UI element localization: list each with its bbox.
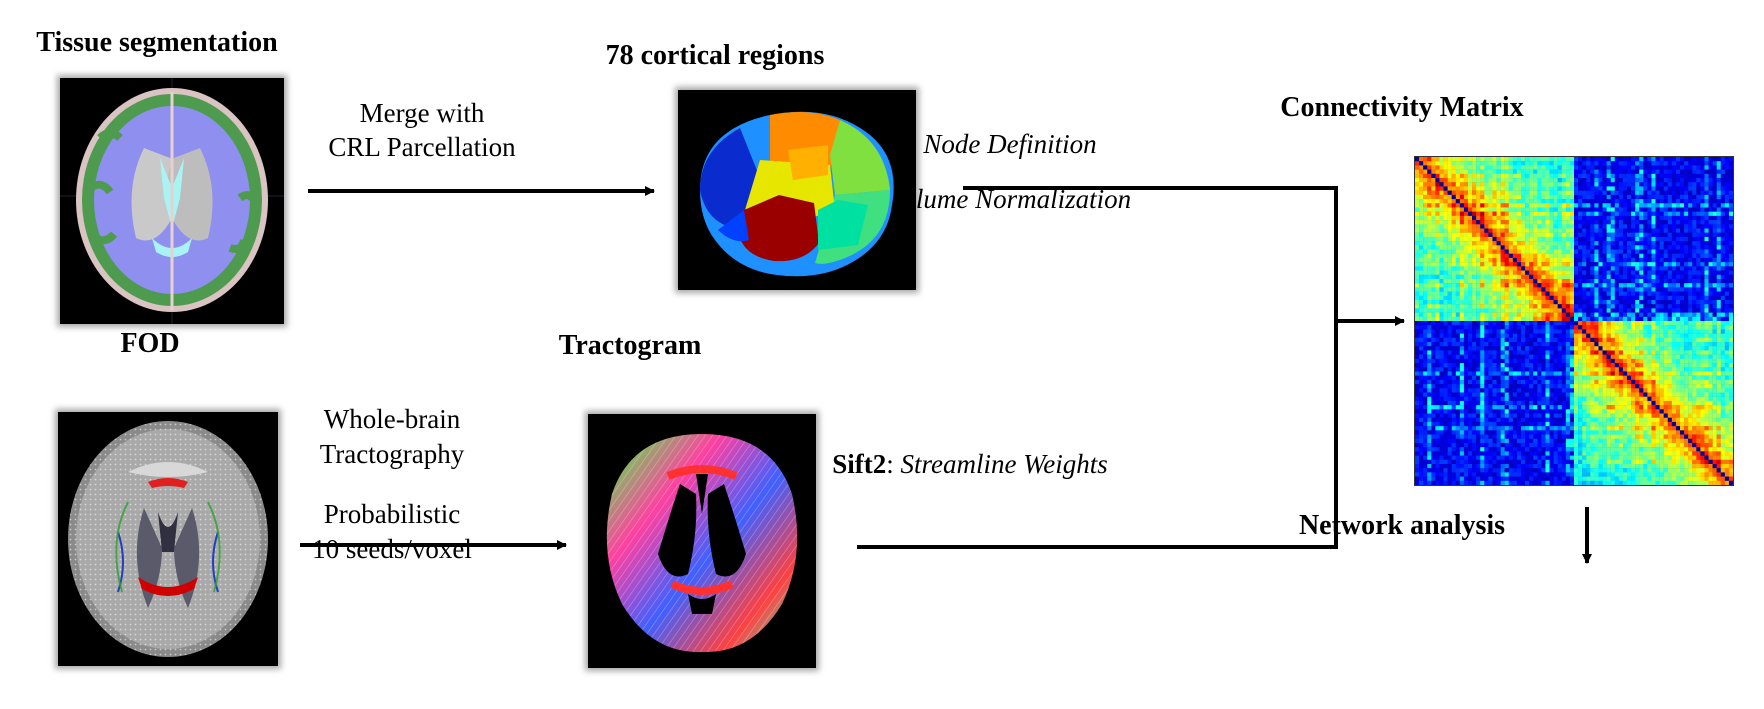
sift2-separator: : bbox=[886, 449, 901, 479]
network-analysis-label: Network analysis bbox=[1298, 510, 1506, 541]
cortical-regions-image bbox=[678, 90, 916, 290]
probabilistic-label-line2: 10 seeds/voxel bbox=[312, 534, 472, 564]
merge-label-line1: Merge with bbox=[359, 98, 485, 128]
tissue-segmentation-image bbox=[60, 78, 284, 324]
node-definition-label: Node Definition bbox=[923, 129, 1097, 159]
tractogram-title: Tractogram bbox=[558, 330, 702, 361]
tractogram-image bbox=[588, 414, 816, 668]
node-connector bbox=[857, 186, 1338, 549]
whole-brain-label-line1: Whole-brain bbox=[323, 404, 461, 434]
fod-title: FOD bbox=[120, 328, 180, 359]
connectivity-matrix-title: Connectivity Matrix bbox=[1280, 92, 1524, 123]
tissue-segmentation-title: Tissue segmentation bbox=[36, 27, 278, 58]
merge-label-line2: CRL Parcellation bbox=[328, 132, 516, 162]
fod-image bbox=[58, 412, 278, 666]
sift2-method: Sift2 bbox=[832, 449, 887, 479]
connectivity-matrix-heatmap bbox=[1415, 157, 1733, 485]
cortical-regions-title: 78 cortical regions bbox=[605, 40, 825, 71]
sift2-label: Sift2: Streamline Weights bbox=[800, 445, 1140, 483]
whole-brain-label-line2: Tractography bbox=[319, 439, 465, 469]
streamline-weights-text: Streamline Weights bbox=[900, 449, 1108, 479]
connectivity-matrix-image bbox=[1414, 156, 1734, 486]
probabilistic-label-line1: Probabilistic bbox=[323, 499, 461, 529]
